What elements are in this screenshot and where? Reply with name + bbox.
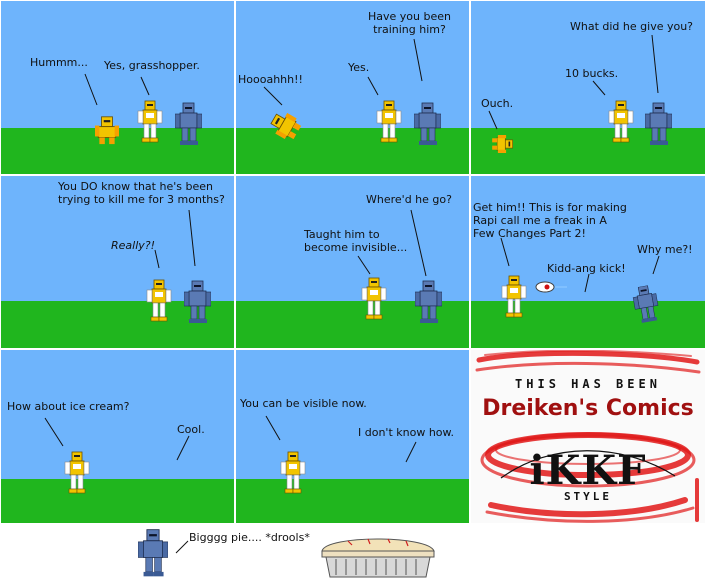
panel-6: Get him!! This is for making Rapi call m… [471,176,705,348]
white-gold-robot-figure [146,279,172,322]
title-style: STYLE [563,490,613,503]
pointer-lines [265,415,417,463]
panel-4: You DO know that he's been trying to kil… [1,176,234,348]
pie-image [321,538,435,578]
gold-robot-figure [64,451,90,494]
red-scribble-decoration [475,350,701,523]
title-card: THIS HAS BEEN Dreiken's Comics iKKF STYL… [471,350,705,523]
speech-bubble: I don't know how. [358,426,455,439]
kick-blast [535,281,567,293]
footer: Bigggg pie.... *drools* [0,525,706,583]
gold-robot-figure [361,277,387,320]
gold-robot-figure [608,100,634,143]
title-logo: iKKF [529,447,647,494]
speech-bubble: Cool. [177,423,205,436]
speech-bubble: Yes, grasshopper. [104,59,200,72]
speech-bubble: Why me?! [637,243,693,256]
speech-bubble: Yes. [348,61,370,74]
gold-robot-figure [280,451,306,494]
speech-bubble: Kidd-ang kick! [547,262,626,275]
pointer-lines [44,417,190,461]
speech-bubble: How about ice cream? [7,400,130,413]
pointer-lines [154,209,196,269]
blue-robot-figure [414,102,441,146]
blue-robot-figure [631,283,661,325]
panel-3: Ouch. 10 bucks. What did he give you? [471,1,705,174]
gold-robot-figure [137,100,163,143]
title-name: Dreiken's Comics [482,396,694,421]
pointer-lines [500,237,660,293]
panel-5: Taught him to become invisible... Where'… [236,176,469,348]
small-robot-figure [95,116,119,145]
ground [1,479,234,523]
speech-bubble: Where'd he go? [366,193,452,206]
speech-bubble: You DO know that he's been trying to kil… [58,180,225,206]
speech-bubble: You can be visible now. [240,397,367,410]
pointer-lines [357,209,427,277]
speech-bubble: Bigggg pie.... *drools* [189,531,310,544]
blue-robot-figure [184,280,211,324]
small-robot-figure [491,135,513,153]
speech-bubble: 10 bucks. [565,67,619,80]
speech-bubble: Hoooahhh!! [238,73,303,86]
gold-robot-figure [376,100,402,143]
speech-bubble: Ouch. [481,97,514,110]
pointer-lines [84,73,150,106]
panel-7: How about ice cream? Cool. [1,350,234,523]
panel-1: Hummm... Yes, grasshopper. [1,1,234,174]
pointer-lines [488,34,659,130]
blue-robot-figure [645,102,672,146]
pointer-lines [175,540,189,554]
speech-bubble: Get him!! This is for making Rapi call m… [473,201,627,240]
blue-robot-figure [175,102,202,146]
blue-robot-figure [415,280,442,324]
ground [236,479,469,523]
title-line: THIS HAS BEEN [515,377,661,391]
panel-2: Hoooahhh!! Yes. Have you been training h… [236,1,469,174]
panel-8: You can be visible now. I don't know how… [236,350,469,523]
speech-bubble: Really?! [111,239,156,252]
speech-bubble: What did he give you? [570,20,694,33]
speech-bubble: Hummm... [30,56,88,69]
pointer-lines [263,38,423,106]
speech-bubble: Have you been training him? [368,10,451,36]
speech-bubble: Taught him to become invisible... [304,228,408,254]
